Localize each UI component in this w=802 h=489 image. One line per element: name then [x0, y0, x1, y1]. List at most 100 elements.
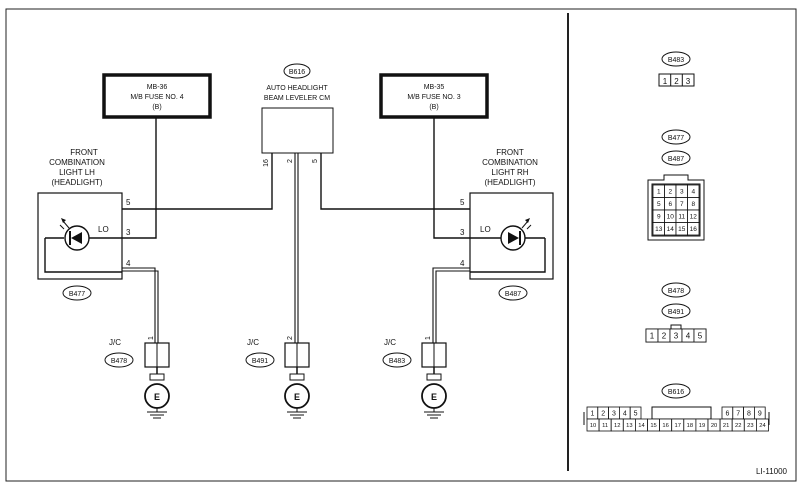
light-lh-name-2: COMBINATION	[49, 158, 105, 167]
b477-pin-16: 16	[690, 226, 698, 233]
ground1-connector: B478	[111, 358, 127, 365]
b477-pin-15: 15	[678, 226, 686, 233]
light-lh-lo-label: LO	[98, 225, 109, 234]
b478-label: B478	[668, 288, 684, 295]
b616-pin-24: 24	[759, 423, 766, 429]
b616-pin-6: 6	[725, 411, 729, 418]
wiring	[122, 117, 470, 343]
b477-pin-14: 14	[667, 226, 675, 233]
light-lh-name-4: (HEADLIGHT)	[51, 178, 102, 187]
ground2-jc: J/C	[247, 338, 259, 347]
b616-pin-16: 16	[662, 423, 668, 429]
fuse-lh-color: (B)	[152, 104, 161, 111]
ground1-pin: 1	[148, 336, 155, 340]
light-lh-pin-3: 3	[126, 228, 131, 237]
diagram-frame	[5, 8, 797, 482]
module-pin-2: 2	[287, 159, 294, 163]
b477-pin-7: 7	[680, 201, 684, 208]
beam-leveler-module: B616 AUTO HEADLIGHT BEAM LEVELER CM 16 2…	[261, 63, 334, 167]
light-rh-name-1: FRONT	[496, 148, 524, 157]
b616-pin-3: 3	[612, 411, 616, 418]
b478-pin-3: 3	[674, 331, 679, 340]
light-lh-name-3: LIGHT LH	[59, 168, 95, 177]
b616-label: B616	[668, 389, 684, 396]
ground1-jc: J/C	[109, 338, 121, 347]
ground3-jc: J/C	[384, 338, 396, 347]
b477-pin-5: 5	[657, 201, 661, 208]
light-rh-pin-4: 4	[460, 259, 465, 268]
b616-pin-12: 12	[614, 423, 620, 429]
wire-lh4-ground	[122, 267, 156, 343]
b483-pin-1: 1	[663, 77, 668, 86]
b616-pin-4: 4	[623, 411, 627, 418]
fuse-box-rh: MB-35 M/B FUSE NO. 3 (B)	[379, 73, 489, 119]
b477-pin-12: 12	[690, 214, 698, 221]
module-pin-16: 16	[263, 159, 270, 167]
ground3-connector: B483	[389, 358, 405, 365]
connector-view-b483: B483 1 2 3	[658, 51, 695, 87]
wire-fuse-rh-to-pin3	[433, 117, 470, 239]
b477-pin-1: 1	[657, 189, 661, 196]
b616-pin-19: 19	[699, 423, 705, 429]
b616-pin-14: 14	[638, 423, 645, 429]
wire-module16-to-lh5	[122, 153, 273, 210]
light-rh-connector: B487	[505, 291, 521, 298]
ground1-symbol: E	[154, 392, 160, 402]
b478-pin-2: 2	[662, 331, 667, 340]
fuse-box-lh: MB-36 M/B FUSE NO. 4 (B)	[102, 73, 212, 119]
fuse-rh-id: MB-35	[424, 84, 445, 91]
fuse-rh-color: (B)	[429, 104, 438, 111]
b477-pin-13: 13	[655, 226, 663, 233]
module-name-line2: BEAM LEVELER CM	[264, 95, 330, 102]
light-lh-connector: B477	[69, 291, 85, 298]
b616-pin-9: 9	[758, 411, 762, 418]
b477-pin-3: 3	[680, 189, 684, 196]
b477-pin-9: 9	[657, 214, 661, 221]
b478-pin-4: 4	[686, 331, 691, 340]
b477-label: B477	[668, 135, 684, 142]
b616-pin-8: 8	[747, 411, 751, 418]
b616-pin-23: 23	[747, 423, 753, 429]
fuse-lh-name: M/B FUSE NO. 4	[130, 94, 183, 101]
b477-pin-11: 11	[678, 214, 685, 221]
ground-b478: J/C B478 1 E	[104, 336, 170, 419]
front-light-lh: FRONT COMBINATION LIGHT LH (HEADLIGHT) L…	[37, 148, 131, 301]
ground3-pin: 1	[425, 336, 432, 340]
b487-label: B487	[668, 156, 684, 163]
b616-pin-13: 13	[626, 423, 632, 429]
lamp-lo-rh-icon	[500, 218, 532, 251]
b616-pin-10: 10	[590, 423, 596, 429]
b477-pin-6: 6	[668, 201, 672, 208]
light-rh-name-2: COMBINATION	[482, 158, 538, 167]
light-rh-name-3: LIGHT RH	[491, 168, 528, 177]
ground3-symbol: E	[431, 392, 437, 402]
ground2-connector: B491	[252, 358, 268, 365]
ground-b491: J/C B491 2 E	[245, 336, 310, 419]
ground2-symbol: E	[294, 392, 300, 402]
fuse-lh-id: MB-36	[147, 84, 168, 91]
wire-module5-to-rh5	[320, 153, 470, 210]
b477-pin-4: 4	[691, 189, 695, 196]
b616-pin-2: 2	[601, 411, 605, 418]
module-name-line1: AUTO HEADLIGHT	[266, 85, 328, 92]
light-lh-pin-4: 4	[126, 259, 131, 268]
light-lh-pin-5: 5	[126, 198, 131, 207]
b478-pin-1: 1	[650, 331, 655, 340]
fuse-rh-name: M/B FUSE NO. 3	[407, 94, 460, 101]
b477-pin-8: 8	[691, 201, 695, 208]
b616-pin-11: 11	[602, 423, 608, 429]
b616-pin-7: 7	[736, 411, 740, 418]
ground-b483: J/C B483 1 E	[382, 336, 447, 419]
b477-pin-2: 2	[668, 189, 672, 196]
figure-id: LI-11000	[756, 467, 788, 476]
b616-pin-1: 1	[590, 411, 594, 418]
b491-label: B491	[668, 309, 684, 316]
b616-pin-18: 18	[687, 423, 693, 429]
b616-pin-21: 21	[723, 423, 729, 429]
